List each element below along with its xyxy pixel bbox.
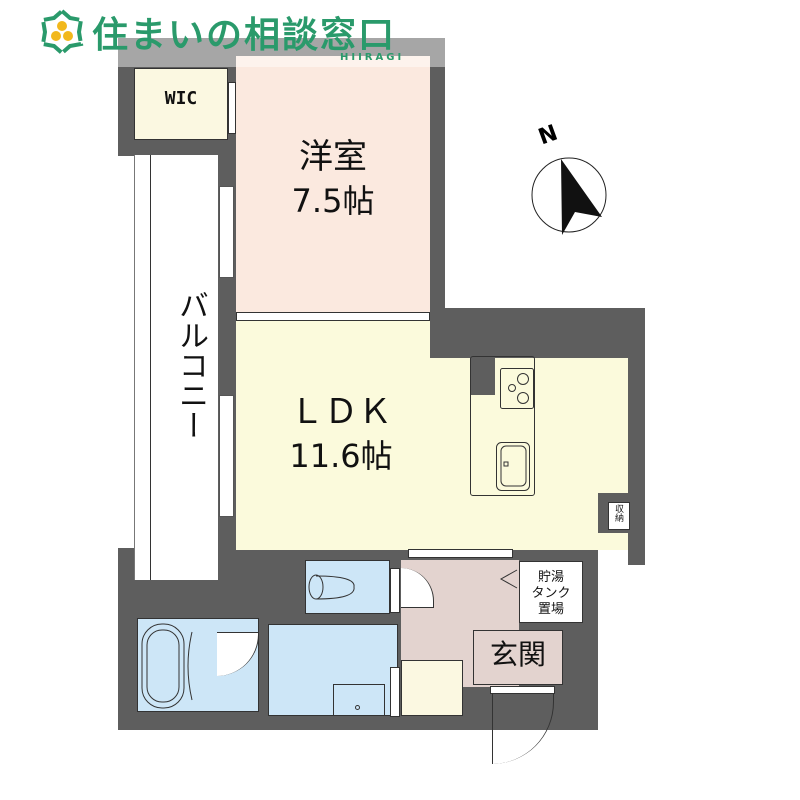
front-door[interactable] xyxy=(490,686,555,694)
room-wic xyxy=(134,68,228,140)
water-heater-space xyxy=(519,561,583,623)
brand-subtitle: HIIRAGI xyxy=(340,52,405,63)
compass: N xyxy=(525,115,615,235)
washroom-sliding-door[interactable] xyxy=(390,667,400,717)
front-door-swing xyxy=(492,694,554,764)
western-ldk-sliding-door[interactable] xyxy=(236,312,430,321)
hallway-closet[interactable] xyxy=(401,660,463,716)
storage-label: 収納 xyxy=(613,504,623,522)
kitchen-sink-icon xyxy=(496,442,530,491)
balcony xyxy=(134,155,218,580)
toilet-icon xyxy=(308,574,355,600)
compass-north-label: N xyxy=(535,120,562,151)
wall-kitchen-right xyxy=(628,340,645,565)
logo-icon xyxy=(40,8,84,56)
water-heater-label-2: タンク xyxy=(531,586,571,601)
room-ldk-size: 11.6帖 xyxy=(289,437,393,475)
room-toilet xyxy=(305,560,390,614)
washbasin xyxy=(333,684,385,716)
room-entrance xyxy=(473,630,563,685)
room-ldk-label: ＬＤＫ xyxy=(290,392,392,432)
brand-title: 住まいの相談窓口 xyxy=(92,15,397,56)
room-western-size: 7.5帖 xyxy=(291,182,375,220)
water-heater-label-1: 貯湯 xyxy=(537,570,564,585)
door-swing-icon xyxy=(499,569,518,589)
ldk-hall-door[interactable] xyxy=(408,549,513,558)
storage[interactable] xyxy=(608,502,630,530)
room-western xyxy=(236,56,430,312)
wall-kitchen-stub xyxy=(470,340,495,395)
kitchen-counter xyxy=(470,356,535,496)
room-western-label: 洋室 xyxy=(299,137,367,177)
room-entrance-label: 玄関 xyxy=(489,638,546,671)
room-ldk xyxy=(236,321,430,550)
window-ldk[interactable] xyxy=(219,395,234,517)
wall-notch xyxy=(430,308,645,358)
wall-western-right xyxy=(430,38,445,313)
water-heater-label-3: 置場 xyxy=(537,602,564,617)
bathtub-icon xyxy=(141,623,193,709)
window-western[interactable] xyxy=(219,186,234,278)
balcony-label: バルコニー xyxy=(173,290,208,440)
room-wic-label: WIC xyxy=(164,88,198,109)
brand-banner xyxy=(118,35,445,67)
stove-icon xyxy=(500,368,534,409)
washbasin-drain xyxy=(355,705,360,710)
north-arrow-icon xyxy=(531,157,607,235)
balcony-rail xyxy=(150,155,151,580)
wic-door[interactable] xyxy=(228,82,236,134)
toilet-door[interactable] xyxy=(390,568,400,613)
